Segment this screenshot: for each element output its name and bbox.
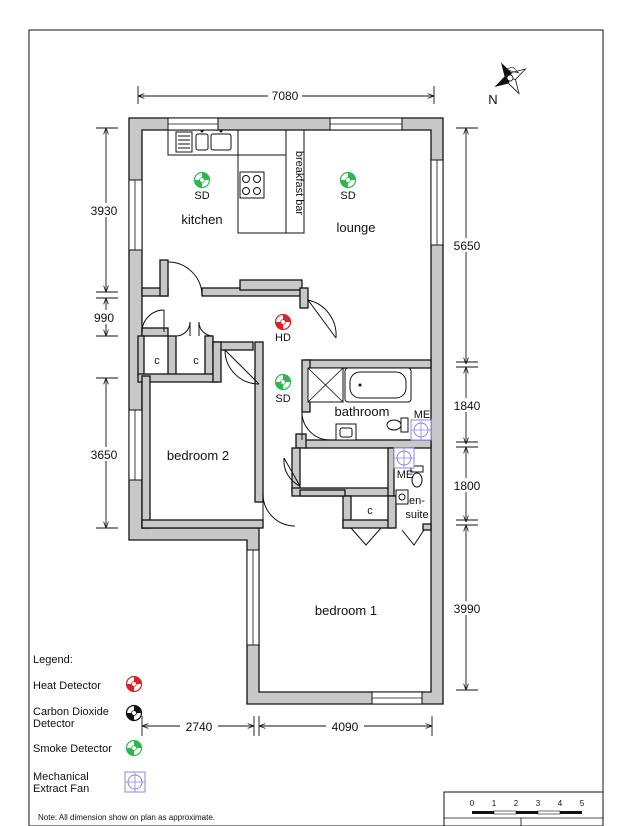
heat-detector-icon (274, 313, 292, 331)
legend-co-label-1: Carbon Dioxide (33, 706, 109, 718)
approximation-note: Note: All dimension show on plan as appr… (38, 813, 215, 822)
hall-sd-label: SD (275, 393, 290, 405)
legend-fan-icon (124, 771, 146, 793)
legend-smoke-icon (125, 739, 143, 757)
extract-fan-icon (393, 447, 415, 469)
smoke-detector-icon (274, 373, 292, 391)
lounge-sd-label: SD (340, 190, 355, 202)
legend-smoke-label: Smoke Detector (33, 743, 112, 755)
legend-fan-label-1: Mechanical (33, 771, 89, 783)
dim-right-bedroom1: 3990 (454, 602, 481, 616)
label-kitchen: kitchen (181, 212, 222, 227)
label-cupboard-2: c (193, 355, 199, 367)
smoke-detector-icon (193, 171, 211, 189)
dimension-lines: 7080 3930 990 3650 5650 1840 1800 (84, 86, 486, 736)
doors (141, 261, 425, 546)
room-labels: kitchen lounge bathroom bedroom 2 bedroo… (154, 151, 428, 618)
label-bedroom-2: bedroom 2 (167, 448, 229, 463)
dim-left-hall: 990 (94, 311, 114, 325)
scale-tick-2: 2 (514, 799, 519, 808)
title-block (443, 791, 604, 826)
extract-fan-icon (410, 419, 432, 441)
legend-title: Legend: (33, 654, 73, 666)
label-lounge: lounge (336, 220, 375, 235)
interior-walls (137, 259, 432, 531)
dim-right-ensuite: 1800 (454, 479, 481, 493)
legend: Legend: Heat Detector Carbon Dioxide Det… (33, 654, 146, 795)
smoke-detector-icon (339, 171, 357, 189)
kitchen-sd-label: SD (194, 190, 209, 202)
dim-left-bedroom2: 3650 (91, 448, 118, 462)
scale-tick-1: 1 (492, 799, 497, 808)
legend-heat-label: Heat Detector (33, 680, 101, 692)
dim-bottom-right: 4090 (332, 720, 359, 734)
label-bathroom: bathroom (335, 404, 390, 419)
label-ensuite-line2: suite (405, 509, 428, 521)
scale-tick-4: 4 (558, 799, 563, 808)
bathroom-me-label: ME (414, 409, 431, 421)
scale-tick-3: 3 (536, 799, 541, 808)
label-cupboard-3: c (367, 505, 373, 517)
scale-bar: 0 1 2 3 4 5 (470, 799, 585, 815)
label-bedroom-1: bedroom 1 (315, 603, 377, 618)
dim-top: 7080 (272, 89, 299, 103)
legend-co-label-2: Detector (33, 718, 75, 730)
plan-detectors: SD SD HD SD ME ME (193, 171, 432, 481)
dim-left-kitchen: 3930 (91, 204, 118, 218)
bathroom-fittings (307, 367, 424, 505)
dim-right-lounge: 5650 (454, 239, 481, 253)
legend-heat-icon (125, 675, 143, 693)
label-ensuite-line1: en- (409, 495, 425, 507)
ensuite-me-label: ME (397, 469, 414, 481)
label-breakfast-bar: breakfast bar (293, 151, 305, 216)
legend-fan-label-2: Extract Fan (33, 783, 89, 795)
outer-walls (128, 117, 444, 705)
compass-icon (494, 62, 527, 95)
kitchen-fittings (167, 129, 305, 234)
legend-co-icon (125, 704, 143, 722)
hall-hd-label: HD (275, 332, 291, 344)
windows (128, 117, 444, 705)
scale-tick-0: 0 (470, 799, 475, 808)
label-cupboard-1: c (154, 355, 160, 367)
compass-north-label: N (488, 92, 497, 107)
dim-bottom-left: 2740 (186, 720, 213, 734)
scale-tick-5: 5 (580, 799, 585, 808)
dim-right-bathroom: 1840 (454, 399, 481, 413)
